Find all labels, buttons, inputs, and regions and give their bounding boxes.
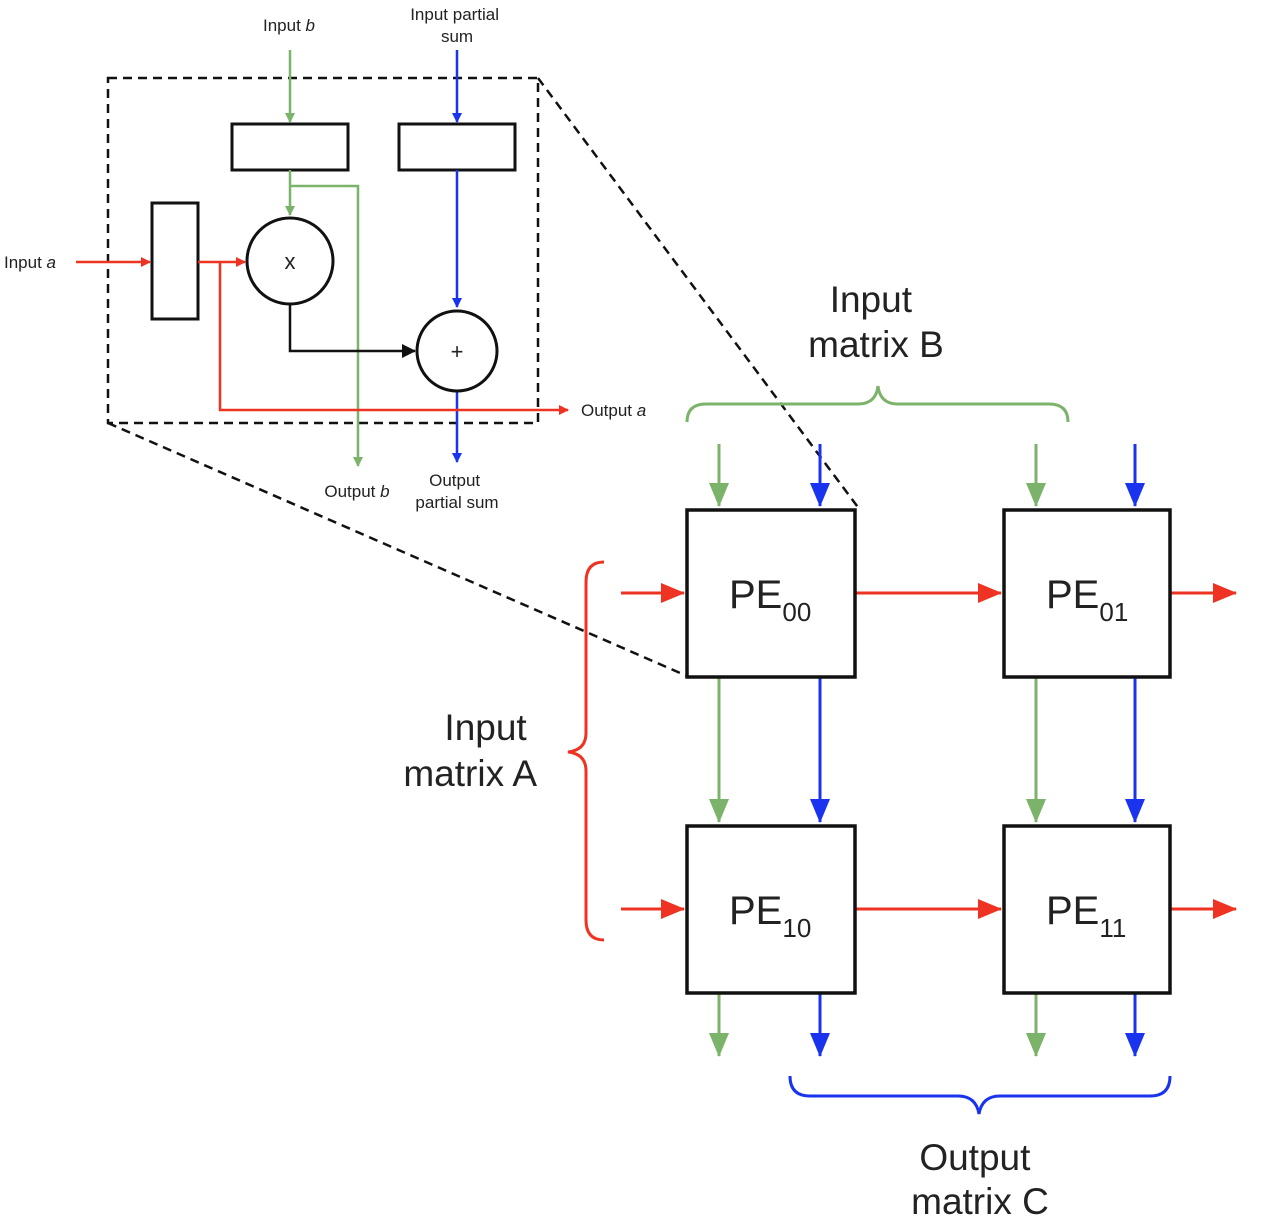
pe-detail: x + Input b Input partial sum Input a Ou… (4, 5, 646, 512)
register-b (230, 122, 350, 172)
output-matrix-c-brace (788, 1075, 1172, 1115)
pe-01-label: PE01 (1046, 573, 1128, 627)
input-b-label: Input b (263, 16, 315, 35)
product-to-adder-arrow (288, 304, 416, 358)
pe-10-box (685, 824, 857, 995)
output-partial-sum-label: Output partial sum (415, 471, 498, 512)
pe-11-label: PE11 (1046, 889, 1126, 943)
zoom-line-bottom (107, 421, 688, 678)
input-matrix-a-label: Input matrix A (403, 707, 537, 794)
input-matrix-b-brace (685, 385, 1070, 423)
output-b-arrow (290, 184, 363, 467)
output-b-label: Output b (324, 482, 389, 501)
register-psum (397, 122, 517, 172)
input-matrix-a-brace (567, 560, 605, 942)
zoom-line-top (536, 77, 862, 511)
input-matrix-b-label: Input matrix B (808, 279, 944, 365)
multiply-symbol: x (285, 249, 296, 274)
output-matrix-c-label: Output matrix C (911, 1137, 1049, 1222)
pe-10-label: PE10 (729, 889, 811, 943)
pe-01-box (1002, 508, 1172, 679)
output-a-arrow (218, 262, 569, 415)
output-a-label: Output a (581, 401, 646, 420)
input-partial-sum-label: Input partial sum (410, 5, 504, 46)
systolic-array: PE00 PE01 PE10 PE11 Input matrix B Input… (403, 279, 1237, 1222)
register-a (150, 201, 200, 321)
add-symbol: + (451, 339, 464, 364)
pe-00-label: PE00 (729, 573, 811, 627)
adder-node (415, 309, 499, 393)
input-a-label: Input a (4, 253, 56, 272)
pe-11-box (1002, 824, 1172, 995)
pe-00-box (685, 508, 857, 679)
pe-detail-boundary (106, 76, 540, 425)
